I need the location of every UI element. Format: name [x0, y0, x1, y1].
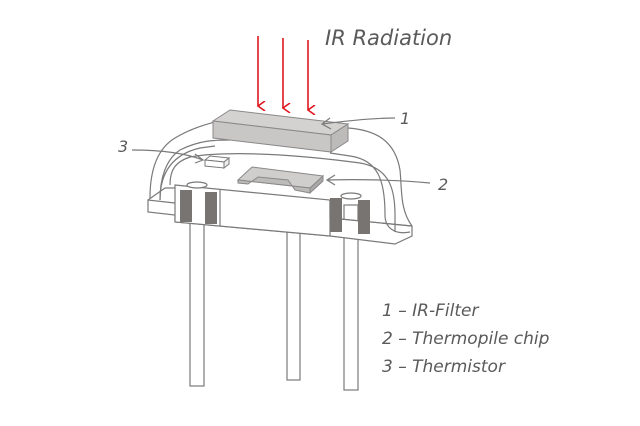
glass-seal-left-2 [205, 192, 217, 224]
callout-2: 2 [438, 175, 448, 194]
glass-seal-right-1 [330, 198, 342, 232]
legend-item-3: 3 – Thermistor [382, 357, 506, 377]
callout-3: 3 [118, 137, 128, 156]
ir-radiation-arrows [258, 36, 308, 110]
pin-left [189, 199, 205, 387]
sensor-base [147, 181, 413, 245]
callout-1: 1 [400, 109, 410, 128]
legend: 1 – IR-Filter 2 – Thermopile chip 3 – Th… [382, 301, 550, 377]
pin-right [343, 204, 359, 391]
glass-seal-left-1 [180, 190, 192, 222]
thermopile-chip [236, 166, 325, 195]
legend-item-1: 1 – IR-Filter [382, 301, 479, 321]
thermistor [203, 155, 231, 170]
pin-middle [286, 227, 301, 381]
leader-lines [131, 117, 431, 186]
legend-item-2: 2 – Thermopile chip [382, 329, 550, 349]
pins [189, 199, 359, 391]
ir-filter [211, 109, 350, 153]
diagram-title: IR Radiation [325, 26, 452, 50]
glass-seal-right-2 [358, 200, 370, 234]
